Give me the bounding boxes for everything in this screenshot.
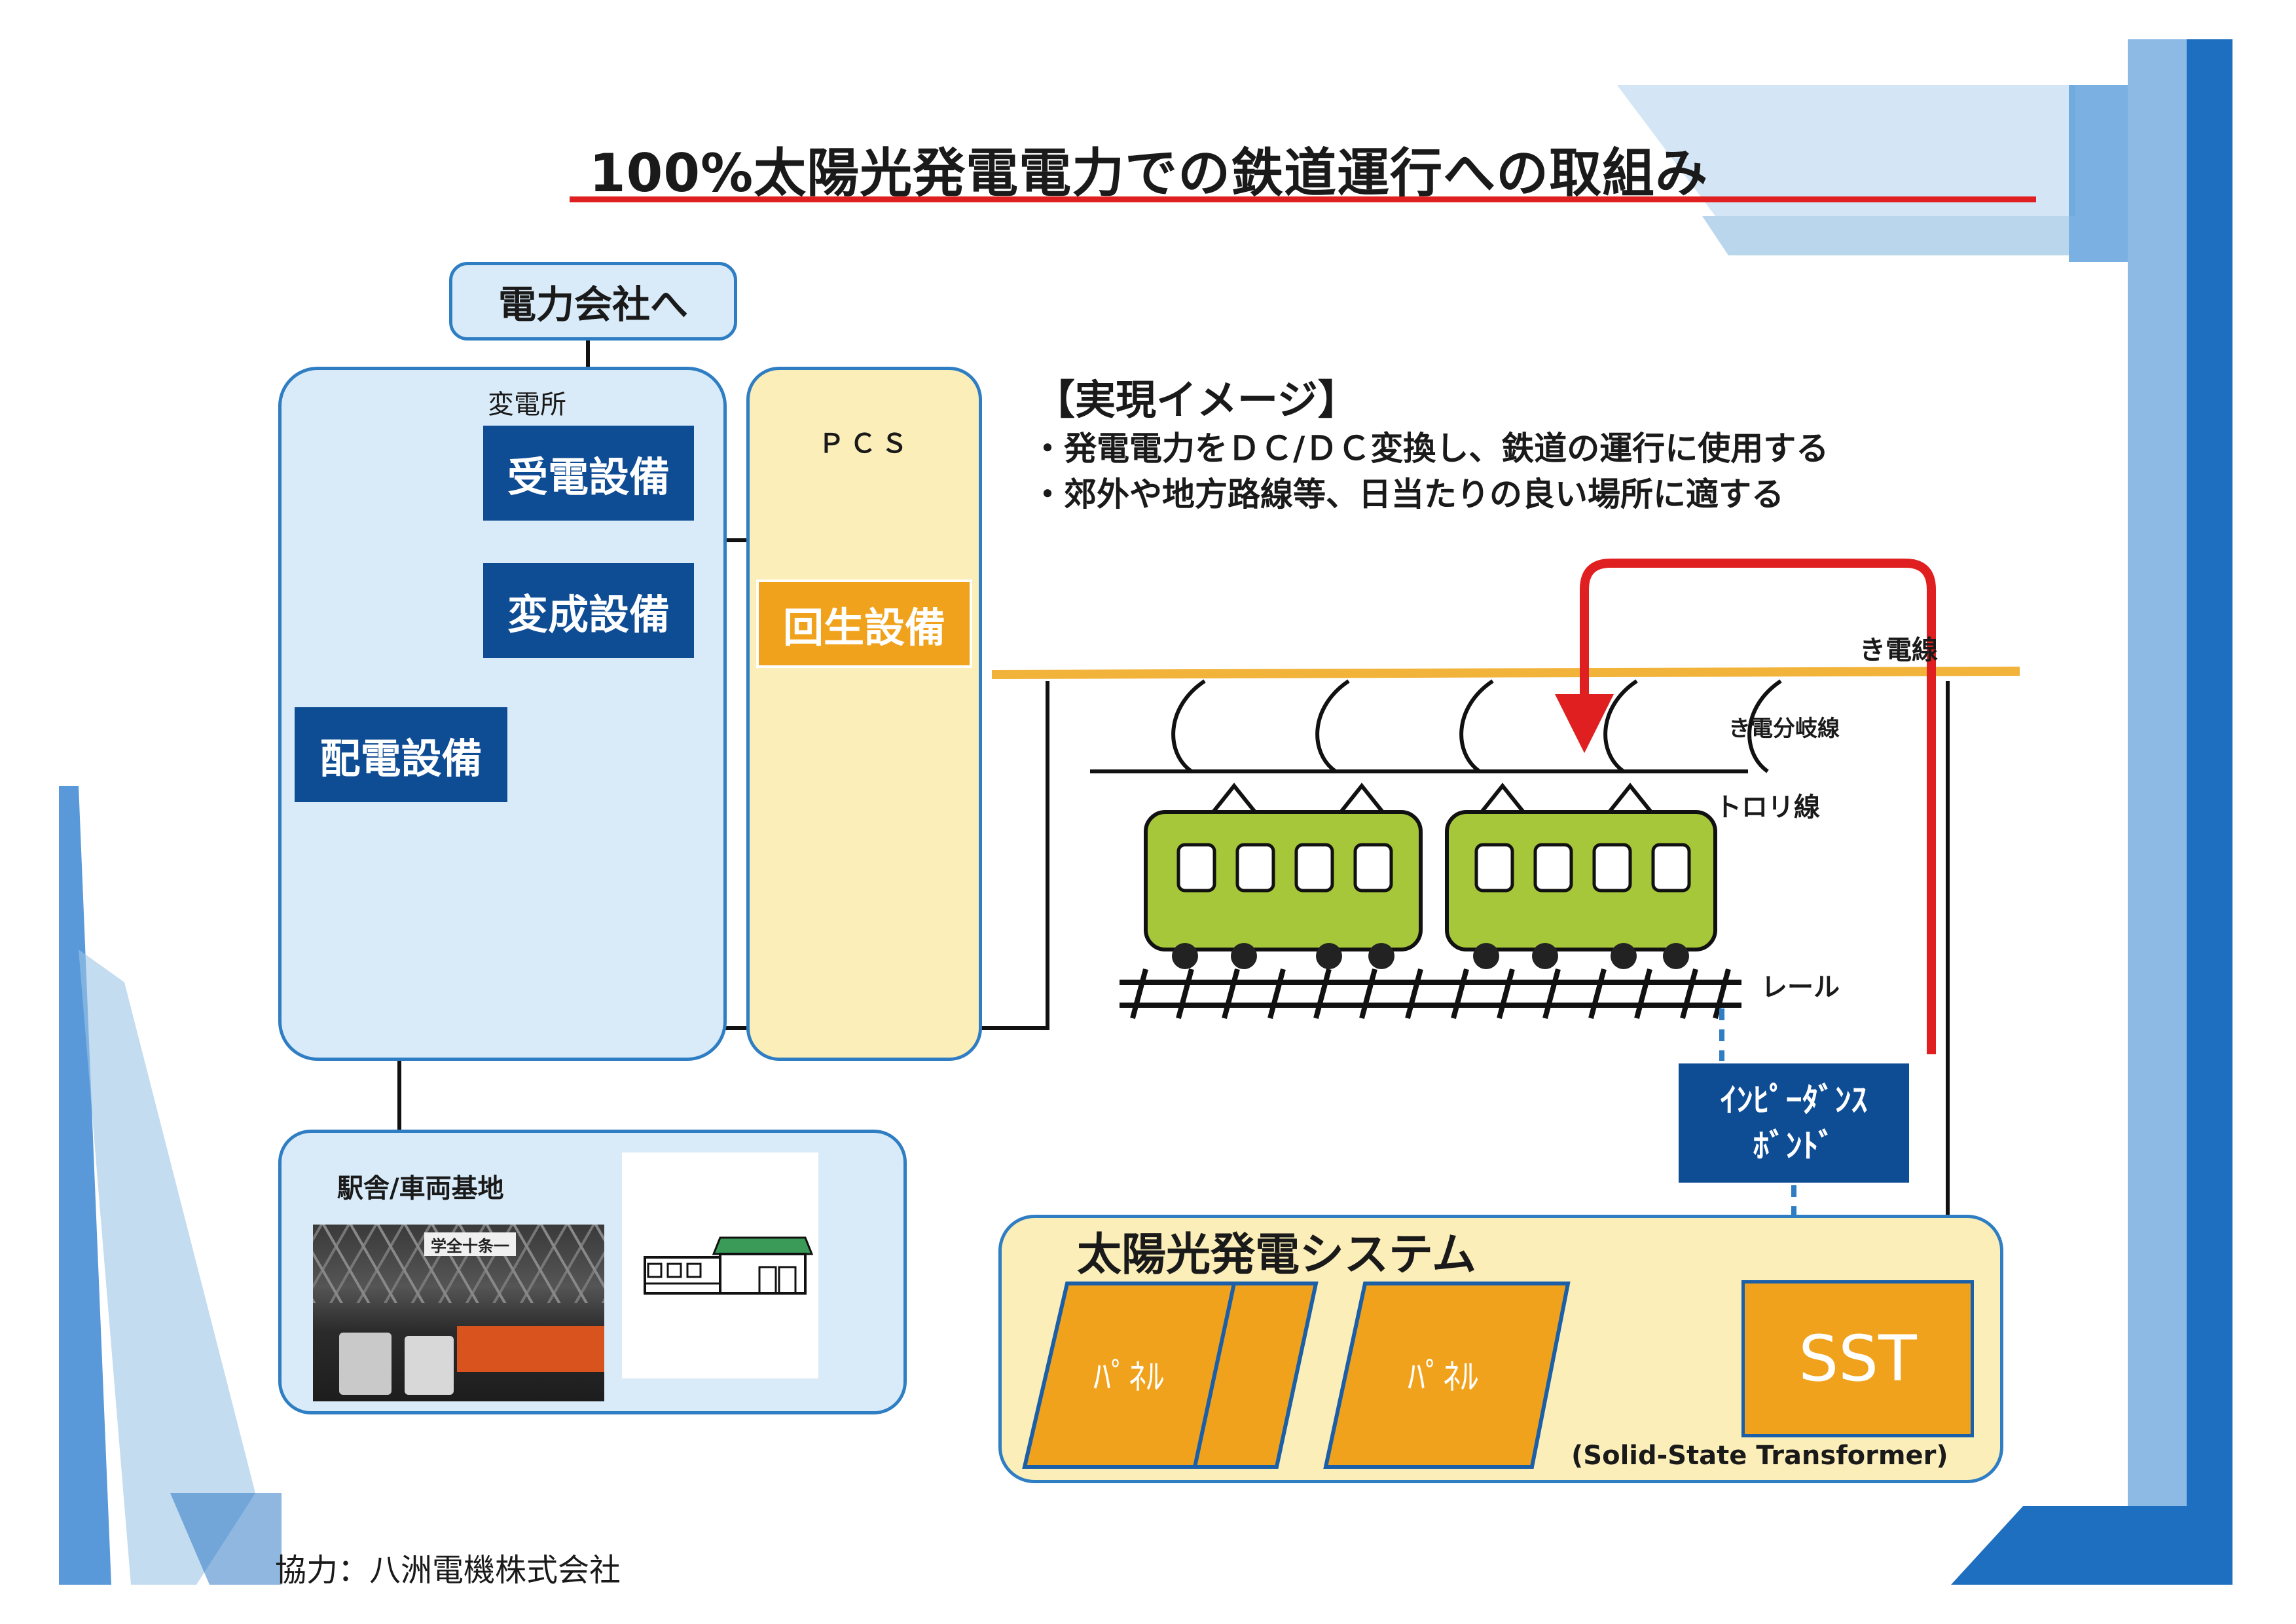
- rail-track: [1120, 968, 1741, 1020]
- rail-label: レール: [1761, 972, 1840, 1003]
- distribution-equipment-box: 配電設備: [295, 707, 507, 802]
- sst-box: SST: [1741, 1280, 1974, 1437]
- depot-train-front-2: [405, 1336, 454, 1395]
- transforming-equipment-box: 変成設備: [483, 563, 694, 658]
- sst-fullname: (Solid-State Transformer): [1571, 1441, 1948, 1471]
- feeder-branch-label: き電分岐線: [1728, 716, 1840, 742]
- vision-bullet-1: ・発電電力をＤＣ/ＤＣ変換し、鉄道の運行に使用する: [1031, 430, 1829, 468]
- vision-heading: 【実現イメージ】: [1034, 376, 1358, 424]
- solar-panel-3: [1323, 1282, 1571, 1469]
- vision-bullet-2: ・郊外や地方路線等、日当たりの良い場所に適する: [1031, 475, 1784, 513]
- impedance-bond-box: ｲﾝﾋﾟｰﾀﾞﾝｽ ﾎﾞﾝﾄﾞ: [1676, 1061, 1912, 1185]
- current-flow-arrow: [1555, 559, 1936, 1054]
- panel-label-2: ﾊﾟﾈﾙ: [1408, 1356, 1478, 1397]
- trolley-label: トロリ線: [1715, 792, 1820, 822]
- panel-label-1: ﾊﾟﾈﾙ: [1093, 1356, 1164, 1397]
- depot-train-orange: [457, 1326, 604, 1372]
- transforming-equipment-label: 変成設備: [507, 590, 670, 638]
- credit-text: 協力：八洲電機株式会社: [275, 1552, 621, 1589]
- feeder-branch-curves: [1171, 679, 1782, 773]
- regen-equipment-box: 回生設備: [756, 580, 972, 668]
- power-company-box: 電力会社へ: [449, 262, 737, 341]
- substation-label: 変電所: [488, 390, 566, 420]
- sst-label: SST: [1798, 1322, 1917, 1395]
- solar-panels-graphic: [1022, 1282, 1571, 1469]
- regen-equipment-label: 回生設備: [782, 603, 945, 652]
- pcs-label: ＰＣＳ: [818, 429, 913, 459]
- receiving-equipment-label: 受電設備: [507, 452, 670, 501]
- solar-system-heading: 太陽光発電システム: [1077, 1229, 1476, 1281]
- station-building-icon: [644, 1236, 814, 1295]
- pcs-panel: [746, 367, 982, 1061]
- impedance-bond-label: ｲﾝﾋﾟｰﾀﾞﾝｽ ﾎﾞﾝﾄﾞ: [1720, 1081, 1868, 1165]
- page-title: 100%太陽光発電電力での鉄道運行への取組み: [589, 143, 1709, 204]
- solar-panel-2: [1192, 1282, 1319, 1469]
- depot-train-front-1: [339, 1333, 392, 1395]
- receiving-equipment-box: 受電設備: [483, 426, 694, 521]
- train-car-right: [1445, 783, 1717, 969]
- train-car-left: [1144, 783, 1423, 969]
- station-illustration: [622, 1153, 818, 1378]
- slide-frame: [59, 39, 2232, 1585]
- feeder-line: [991, 667, 2020, 679]
- feeder-label: き電線: [1859, 635, 1938, 665]
- depot-photo: 学全十条一: [313, 1225, 604, 1401]
- title-underline: [570, 196, 2036, 202]
- power-company-label: 電力会社へ: [498, 282, 688, 327]
- distribution-equipment-label: 配電設備: [319, 734, 483, 783]
- station-depot-label: 駅舎/車両基地: [337, 1173, 504, 1204]
- depot-sign: 学全十条一: [424, 1232, 516, 1256]
